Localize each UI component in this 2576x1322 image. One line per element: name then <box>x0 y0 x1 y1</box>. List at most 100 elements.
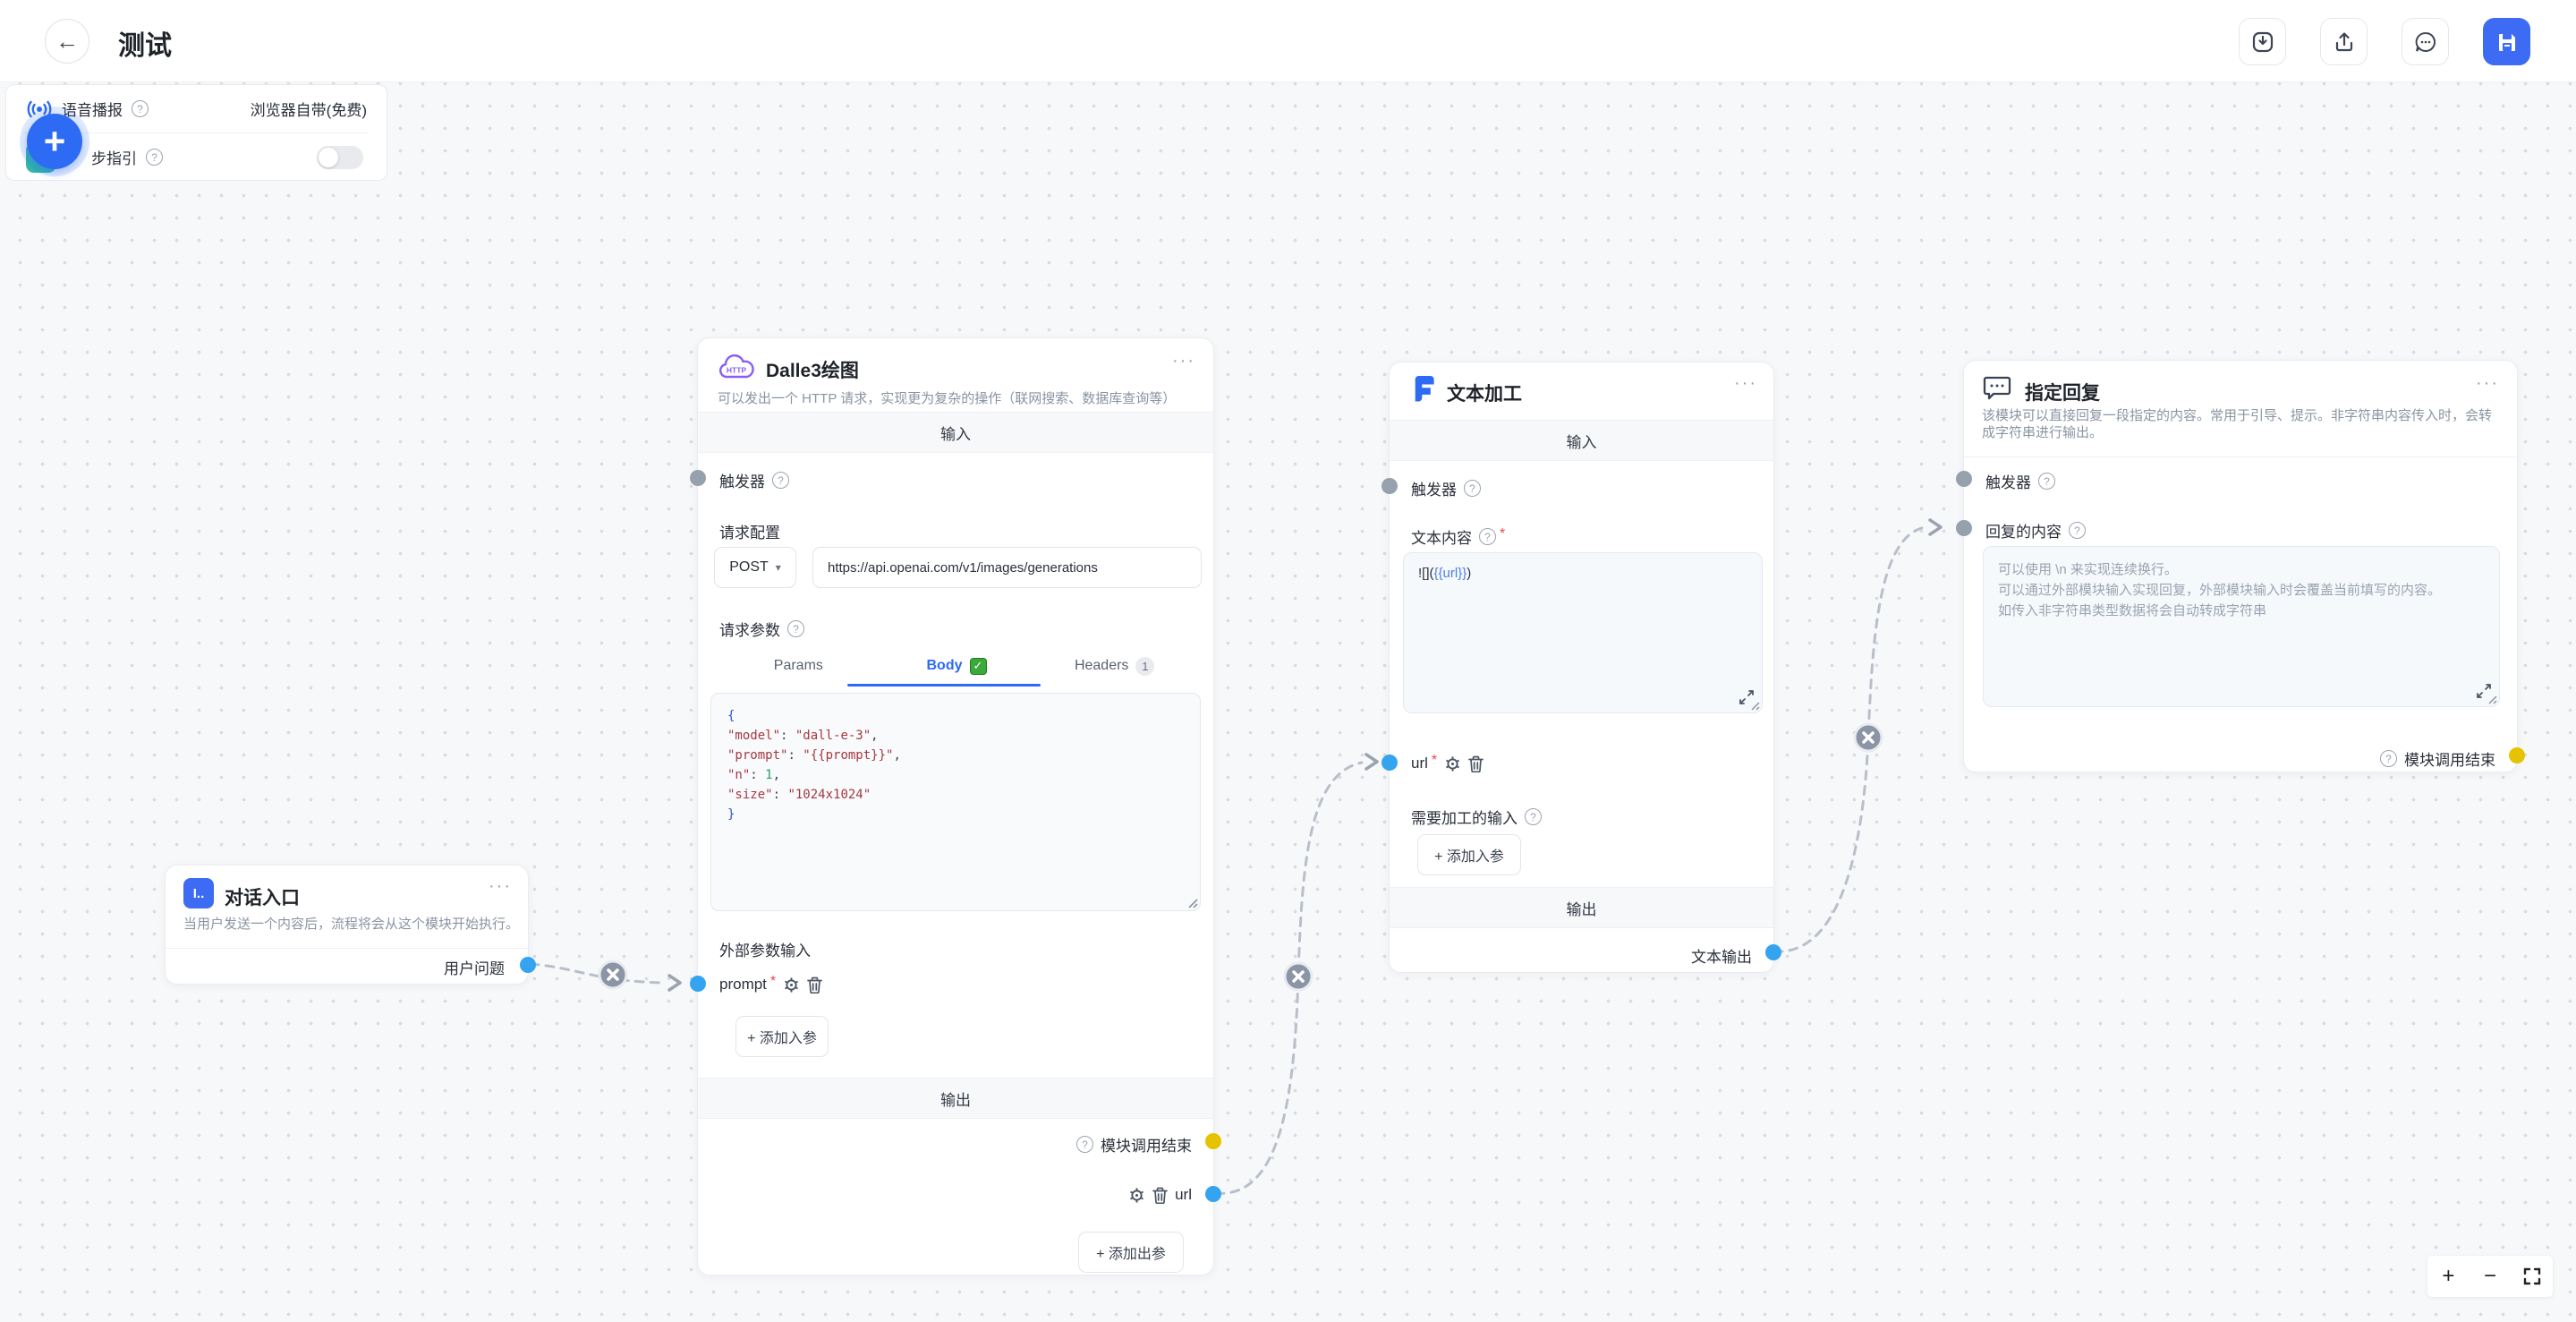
node-description: 当用户发送一个内容后，流程将会从这个模块开始执行。 <box>183 917 514 932</box>
help-icon[interactable]: ? <box>1076 1136 1093 1153</box>
help-icon[interactable]: ? <box>1525 808 1542 825</box>
port-module-end-out[interactable] <box>1205 1133 1221 1149</box>
http-method-select[interactable]: POST ▾ <box>714 547 796 588</box>
port-module-end-out[interactable] <box>2509 747 2525 763</box>
page-title: 测试 <box>118 31 172 61</box>
zoom-in-button[interactable]: + <box>2427 1256 2470 1297</box>
edge-textprocess-to-reply[interactable] <box>1773 525 1927 953</box>
help-icon[interactable]: ? <box>2038 473 2055 490</box>
trigger-row: 触发器 ? <box>1985 470 2055 492</box>
node-divider <box>1964 456 2517 457</box>
edge-delete-button[interactable] <box>598 960 628 990</box>
gear-icon[interactable] <box>1444 755 1461 772</box>
fullscreen-icon <box>2523 1267 2540 1285</box>
node-title: 文本加工 <box>1447 384 1522 405</box>
edge-arrow-icon <box>667 974 682 992</box>
more-menu-button[interactable]: ··· <box>1734 373 1757 393</box>
save-button[interactable] <box>2483 18 2530 65</box>
import-button[interactable] <box>2239 18 2286 65</box>
body-check-icon: ✓ <box>969 657 987 675</box>
tab-body[interactable]: Body ✓ <box>878 650 1036 682</box>
more-menu-button[interactable]: ··· <box>1172 351 1195 371</box>
node-text-process[interactable]: 文本加工 ··· 输入 触发器 ? 文本内容 ? * ![]({{url}}) … <box>1382 362 1781 973</box>
body-json-editor[interactable]: { "model": "dall-e-3", "prompt": "{{prom… <box>710 693 1201 911</box>
node-title: Dalle3绘图 <box>766 361 859 381</box>
port-url-in[interactable] <box>1382 755 1398 771</box>
import-icon <box>2252 31 2273 52</box>
request-url-input[interactable] <box>812 547 1202 588</box>
node-description: 可以发出一个 HTTP 请求，实现更为复杂的操作（联网搜索、数据库查询等） <box>718 391 1177 406</box>
node-specified-reply[interactable]: 指定回复 ··· 该模块可以直接回复一段指定的内容。常用于引导、提示。非字符串内… <box>1956 360 2525 772</box>
edge-delete-button[interactable] <box>1283 961 1314 992</box>
params-tabs: Params Body ✓ Headers 1 <box>719 650 1194 682</box>
headers-count-badge: 1 <box>1135 656 1155 676</box>
resize-handle-icon[interactable] <box>1749 700 1760 711</box>
reply-bubble-icon <box>1982 375 2012 408</box>
edge-arrow-icon <box>1928 518 1943 536</box>
reply-content-editor[interactable]: 可以使用 \n 来实现连续换行。 可以通过外部模块输入实现回复，外部模块输入时会… <box>1983 546 2500 707</box>
expand-icon[interactable] <box>2476 683 2492 699</box>
flow-canvas[interactable]: 语音播报 ? 浏览器自带(免费) 步指引 ? + I.. 对话入口 ··· 当用… <box>0 82 2576 1322</box>
port-url-out[interactable] <box>1205 1186 1221 1202</box>
output-param-row-url: url <box>1128 1186 1192 1204</box>
export-button[interactable] <box>2320 18 2368 65</box>
add-output-param-button[interactable]: + 添加出参 <box>1078 1232 1184 1273</box>
trash-icon[interactable] <box>1468 755 1484 772</box>
text-content-editor[interactable]: ![]({{url}}) <box>1403 552 1763 713</box>
back-button[interactable]: ← <box>45 19 89 64</box>
comment-button[interactable] <box>2402 18 2449 65</box>
content-text: ) <box>1467 566 1472 581</box>
node-description: 该模块可以直接回复一段指定的内容。常用于引导、提示。非字符串内容传入时，会转成字… <box>1982 408 2493 440</box>
gear-icon[interactable] <box>783 977 800 994</box>
help-icon[interactable]: ? <box>772 472 789 489</box>
node-conversation-entry[interactable]: I.. 对话入口 ··· 当用户发送一个内容后，流程将会从这个模块开始执行。 用… <box>165 865 536 985</box>
resize-handle-icon[interactable] <box>1186 896 1198 908</box>
help-icon[interactable]: ? <box>146 149 163 166</box>
port-reply-content-in[interactable] <box>1956 520 1972 536</box>
edge-delete-button[interactable] <box>1853 722 1883 753</box>
add-input-param-button[interactable]: + 添加入参 <box>735 1016 829 1057</box>
edge-entry-to-dalle3[interactable] <box>529 962 666 985</box>
help-icon[interactable]: ? <box>787 620 804 637</box>
step-guide-toggle[interactable] <box>317 145 363 169</box>
tab-body-label: Body <box>926 658 963 673</box>
zoom-out-button[interactable]: − <box>2470 1256 2512 1297</box>
add-input-param-button[interactable]: + 添加入参 <box>1417 834 1521 875</box>
resize-handle-icon[interactable] <box>2487 694 2497 704</box>
help-icon[interactable]: ? <box>2069 522 2086 539</box>
text-process-logo-icon <box>1407 373 1440 405</box>
port-trigger-in[interactable] <box>690 470 706 486</box>
required-mark: * <box>1500 525 1506 542</box>
node-title: 指定回复 <box>2025 383 2100 404</box>
more-menu-button[interactable]: ··· <box>489 876 512 896</box>
minus-icon: − <box>2484 1264 2497 1288</box>
trash-icon[interactable] <box>807 977 823 994</box>
trash-icon[interactable] <box>1152 1187 1168 1204</box>
param-row-url: url * <box>1411 753 1484 772</box>
add-module-button[interactable]: + <box>27 114 82 169</box>
help-icon[interactable]: ? <box>1479 528 1496 545</box>
help-icon[interactable]: ? <box>132 100 149 117</box>
gear-icon[interactable] <box>1128 1187 1145 1204</box>
tab-params[interactable]: Params <box>719 650 878 682</box>
edge-arrow-icon <box>1365 753 1379 771</box>
output-section-band: 输出 <box>698 1078 1213 1119</box>
expand-icon[interactable] <box>1739 689 1755 705</box>
port-prompt-in[interactable] <box>690 976 706 992</box>
port-text-out[interactable] <box>1765 944 1781 960</box>
tab-headers[interactable]: Headers 1 <box>1035 650 1194 682</box>
more-menu-button[interactable]: ··· <box>2476 373 2499 393</box>
method-value: POST <box>729 559 769 575</box>
input-section-band: 输入 <box>1390 420 1773 461</box>
voice-broadcast-value[interactable]: 浏览器自带(免费) <box>250 102 367 119</box>
content-variable: {{url}} <box>1433 566 1467 581</box>
port-trigger-in[interactable] <box>1956 471 1972 487</box>
node-dalle3-http[interactable]: HTTP Dalle3绘图 ··· 可以发出一个 HTTP 请求，实现更为复杂的… <box>690 337 1221 1275</box>
http-cloud-icon: HTTP <box>718 354 754 379</box>
help-icon[interactable]: ? <box>2380 750 2397 767</box>
port-user-question-out[interactable] <box>520 957 536 973</box>
port-trigger-in[interactable] <box>1382 478 1398 494</box>
fit-view-button[interactable] <box>2511 1256 2553 1297</box>
module-end-row: ? 模块调用结束 <box>1076 1133 1192 1156</box>
help-icon[interactable]: ? <box>1464 480 1481 497</box>
